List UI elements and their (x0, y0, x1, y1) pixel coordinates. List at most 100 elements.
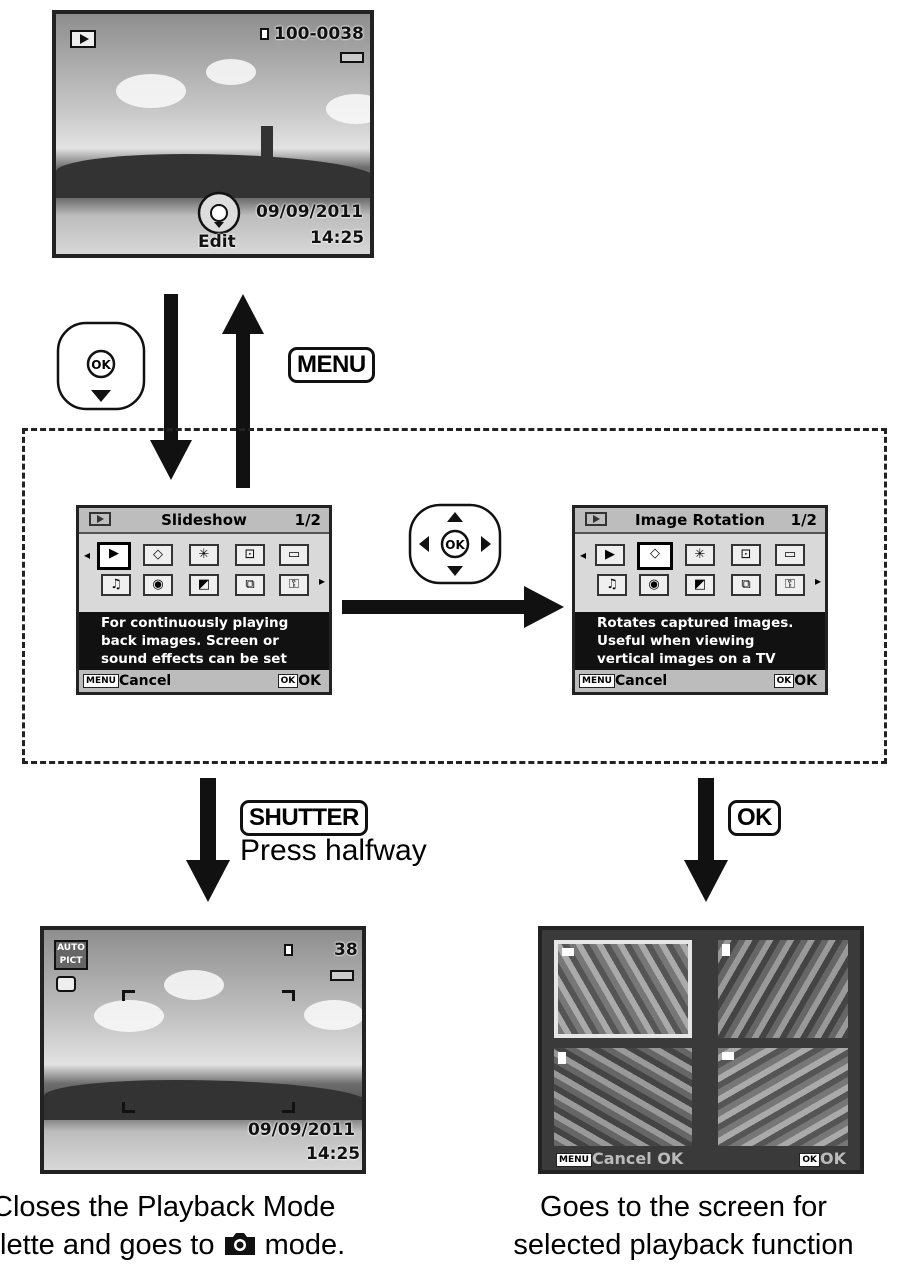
four-way-controller-icon: OK (408, 503, 502, 585)
rotation-preview-270[interactable] (554, 1048, 692, 1146)
digital-filter-icon[interactable]: ✳ (685, 544, 715, 566)
image-rotation-icon[interactable]: ◇ (637, 542, 673, 570)
scroll-left-icon: ◂ (84, 548, 91, 562)
frame-composite-icon[interactable]: ▭ (279, 544, 309, 566)
menu-title-bar: Slideshow 1/2 (79, 508, 329, 534)
orientation-marker (558, 1052, 566, 1064)
shots-remaining: 38 (334, 940, 358, 960)
menu-description: For continuously playing back images. Sc… (79, 612, 329, 670)
menu-tag: MENU (556, 1152, 592, 1167)
description-line: Useful when viewing (597, 633, 755, 649)
playback-screen: 100-0038 Edit 09/09/2011 14:25 (52, 10, 374, 258)
scroll-right-icon: ▸ (815, 574, 822, 588)
focus-frame-corner (282, 1102, 295, 1113)
date: 09/09/2011 (248, 1120, 356, 1140)
file-number: 100-0038 (274, 24, 364, 44)
transition-arrows (150, 294, 264, 488)
rotation-preview-0-selected[interactable] (554, 940, 692, 1038)
image-rotation-icon[interactable]: ◇ (143, 544, 173, 566)
svg-text:OK: OK (91, 358, 111, 372)
sound-memo-icon[interactable]: ♫ (101, 574, 131, 596)
cloud (304, 1000, 362, 1030)
cloud (326, 94, 370, 124)
cloud (94, 1000, 164, 1032)
description-line: Rotates captured images. (597, 615, 794, 631)
cloud (206, 59, 256, 85)
cropping-icon[interactable]: ◩ (189, 574, 219, 596)
focus-frame-corner (282, 990, 295, 1001)
page-indicator: 1/2 (790, 511, 817, 529)
frame-composite-icon[interactable]: ▭ (775, 544, 805, 566)
caption-line: Closes the Playback Mode (0, 1191, 336, 1223)
protect-icon[interactable]: ⚿ (775, 574, 805, 596)
badge-line: AUTO (57, 943, 85, 953)
ok-label: OK (820, 1149, 846, 1168)
left-caption: Closes the Playback Mode lette and goes … (0, 1188, 440, 1264)
slideshow-menu-screen: Slideshow 1/2 ◂ ▸ ▶ ◇ ✳ ⊡ ▭ ♫ ◉ ◩ ⧉ ⚿ Fo… (76, 505, 332, 695)
ok-tag: OK (773, 674, 795, 688)
right-arrow (342, 586, 564, 628)
down-arrow-shutter (186, 778, 230, 902)
resize-icon[interactable]: ⊡ (731, 544, 761, 566)
four-way-controller-icon (197, 191, 241, 235)
image-copy-icon[interactable]: ⧉ (235, 574, 265, 596)
playback-mode-icon (89, 512, 111, 526)
orientation-marker (562, 948, 574, 956)
menu-title: Image Rotation (635, 511, 765, 529)
ok-label: OK (794, 673, 817, 689)
time: 14:25 (306, 1144, 361, 1164)
down-arrow-head (150, 440, 192, 480)
description-line: For continuously playing (101, 615, 289, 631)
description-line: sound effects can be set (101, 651, 287, 667)
rotation-preview-180[interactable] (718, 1048, 848, 1146)
cancel-label: Cancel (118, 673, 172, 689)
description-line: back images. Screen or (101, 633, 279, 649)
ok-tag: OK (277, 674, 299, 688)
focus-frame-corner (122, 990, 135, 1001)
cancel-label: Cancel OK (591, 1149, 684, 1168)
playback-mode-icon (585, 512, 607, 526)
image-copy-icon[interactable]: ⧉ (731, 574, 761, 596)
orientation-marker (722, 1052, 734, 1060)
resize-icon[interactable]: ⊡ (235, 544, 265, 566)
red-eye-edit-icon[interactable]: ◉ (639, 574, 669, 596)
menu-description: Rotates captured images. Useful when vie… (575, 612, 825, 670)
cloud (164, 970, 224, 1000)
down-arrow-shaft (164, 294, 178, 444)
scroll-right-icon: ▸ (319, 574, 326, 588)
scroll-left-icon: ◂ (580, 548, 587, 562)
rotation-preview-90[interactable] (718, 940, 848, 1038)
slideshow-icon[interactable]: ▶ (595, 544, 625, 566)
cancel-label: Cancel (614, 673, 668, 689)
memory-card-icon (260, 28, 269, 40)
playback-palette-region (22, 428, 887, 764)
protect-icon[interactable]: ⚿ (279, 574, 309, 596)
caption-text: mode. (264, 1229, 346, 1261)
battery-icon (340, 52, 364, 63)
caption-line: selected playback function (513, 1229, 854, 1261)
sound-memo-icon[interactable]: ♫ (597, 574, 627, 596)
lighthouse (261, 126, 273, 162)
battery-icon (330, 970, 354, 981)
memory-card-icon (284, 944, 293, 956)
menu-tag: MENU (579, 674, 615, 688)
island-silhouette (56, 154, 370, 198)
right-caption: Goes to the screen for selected playback… (466, 1188, 901, 1264)
caption-text: lette and goes to (0, 1229, 215, 1261)
cropping-icon[interactable]: ◩ (685, 574, 715, 596)
page-indicator: 1/2 (294, 511, 321, 529)
ok-label: OK (298, 673, 321, 689)
slideshow-icon[interactable]: ▶ (97, 542, 131, 570)
digital-filter-icon[interactable]: ✳ (189, 544, 219, 566)
red-eye-edit-icon[interactable]: ◉ (143, 574, 173, 596)
orientation-marker (722, 944, 730, 956)
